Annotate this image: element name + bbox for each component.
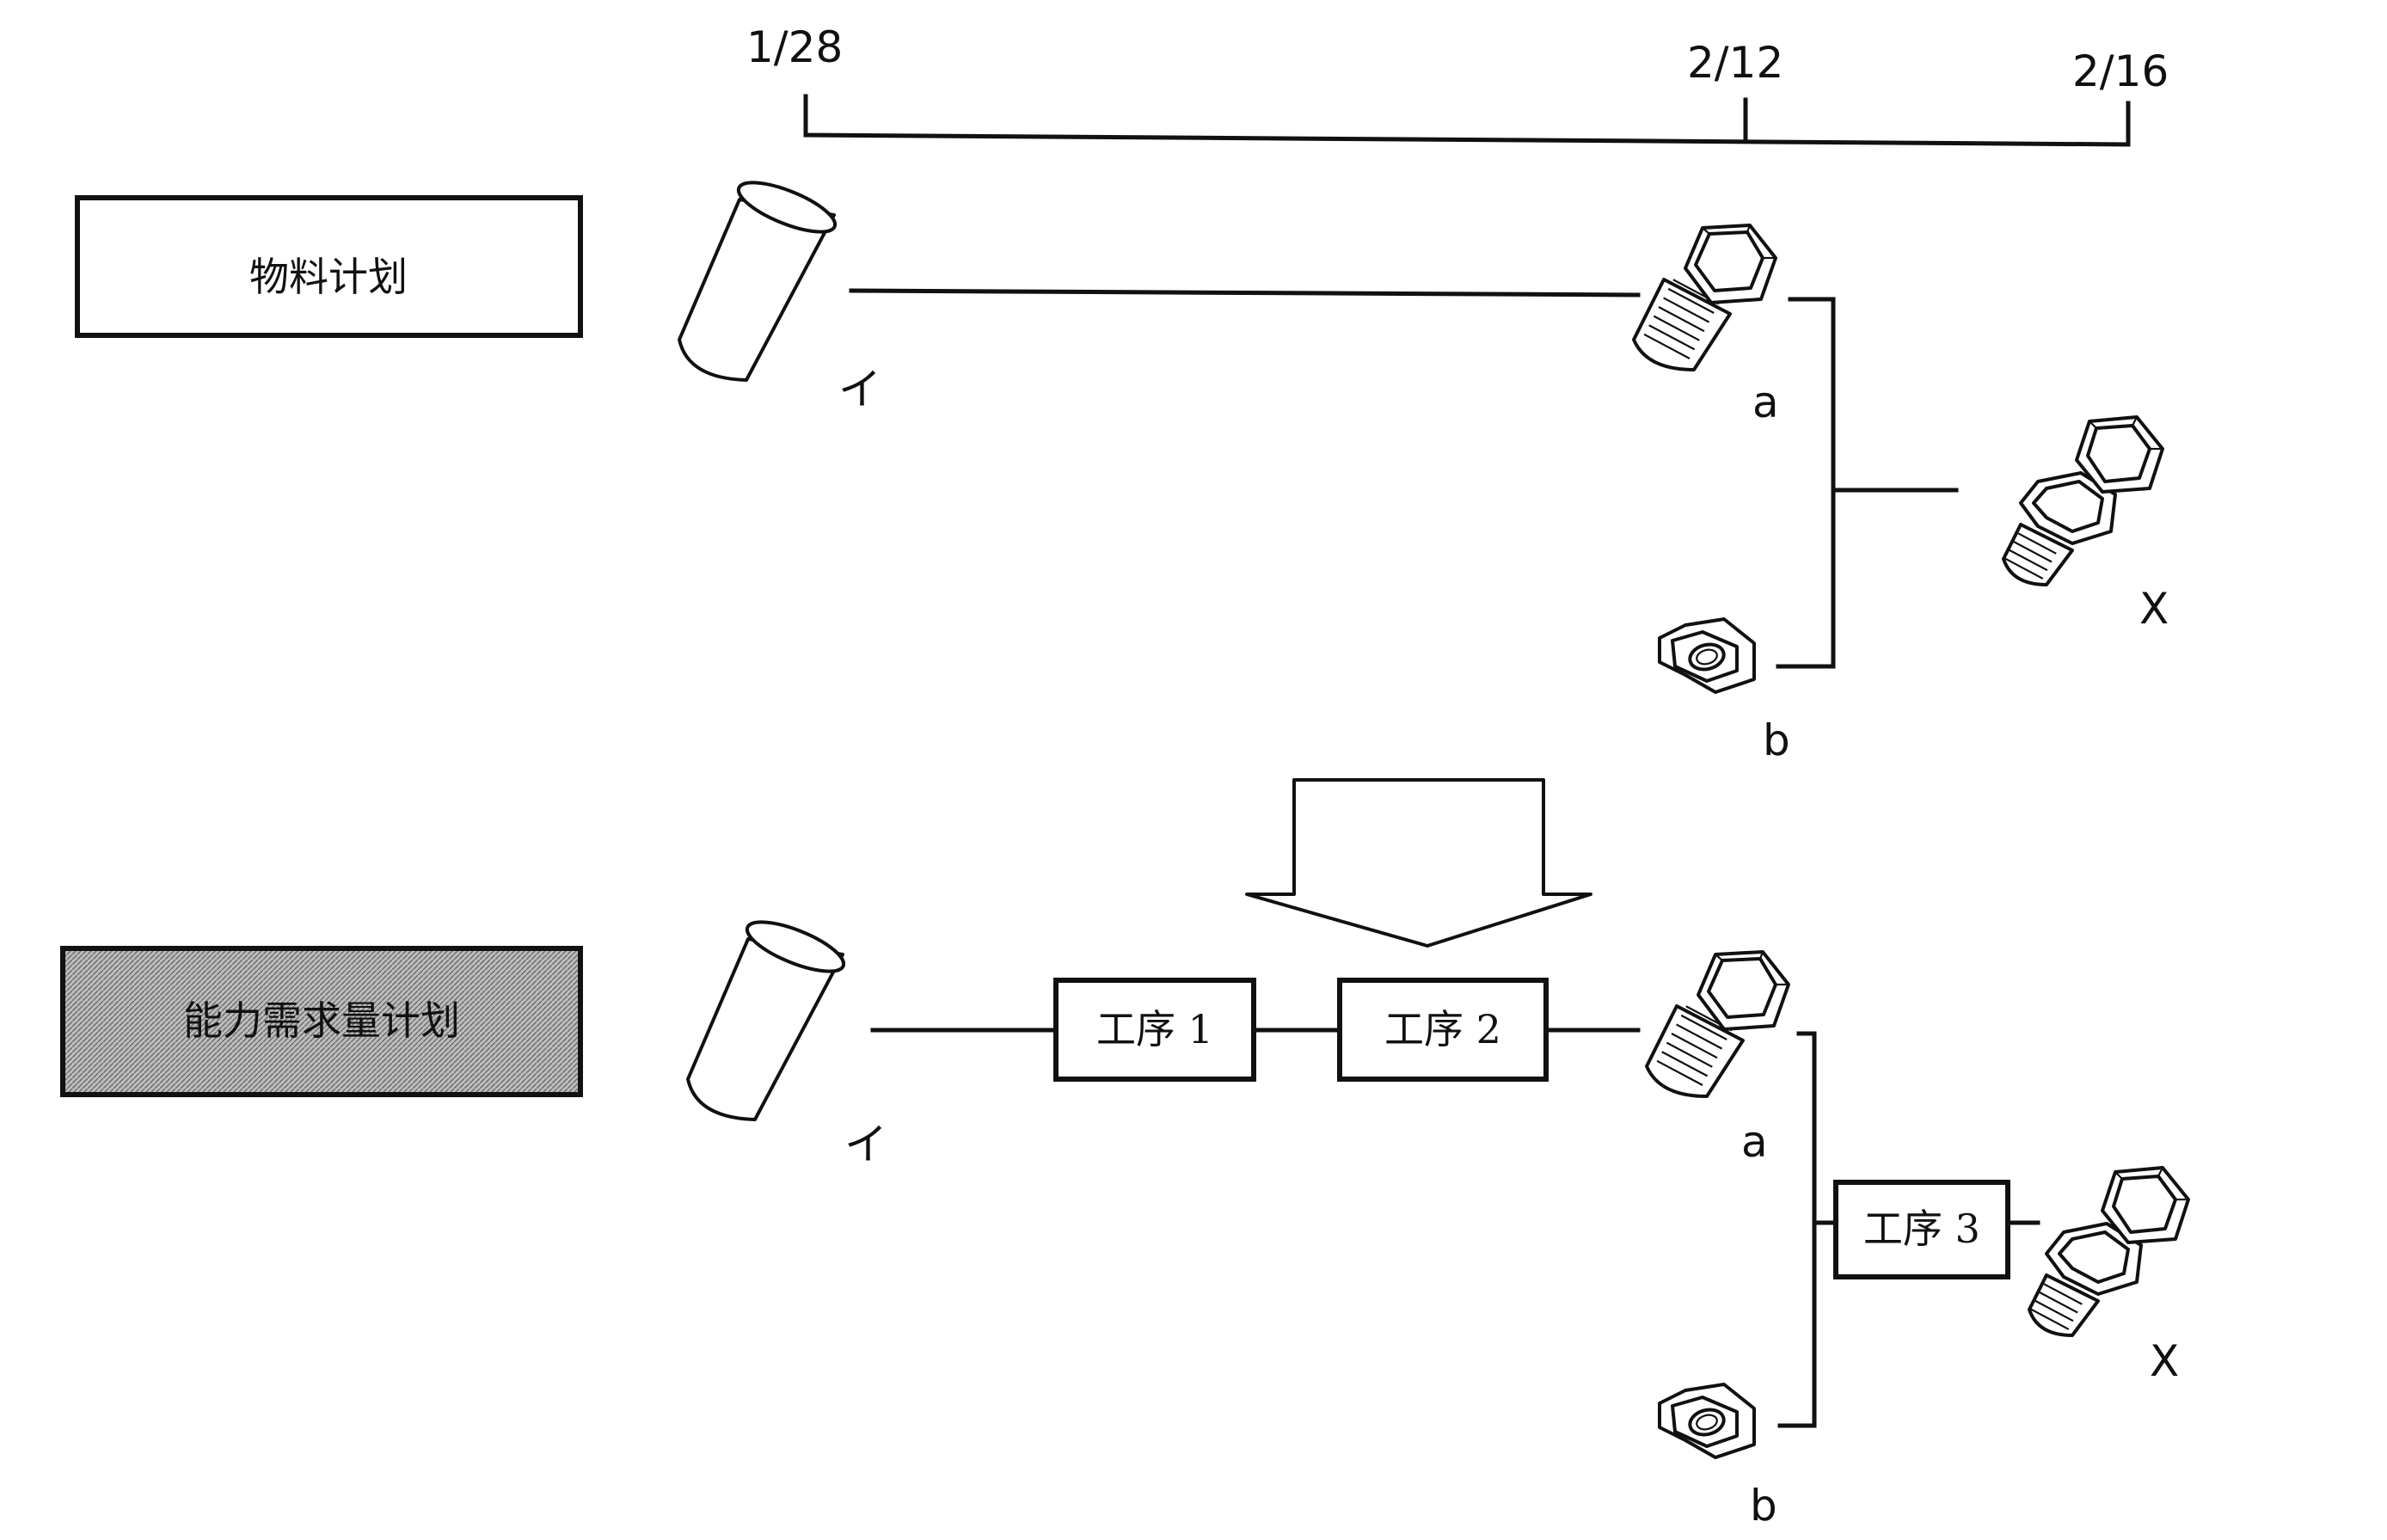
capacity-plan-title: 能力需求量计划 [183, 997, 460, 1044]
capacity-plan-product-label: X [2150, 1336, 2179, 1386]
material-plan-part-b-label: b [1763, 715, 1790, 765]
process-3-label: 工序 3 [1863, 1206, 1980, 1252]
material-plan-section: 物料计划 イ a b X [75, 170, 2169, 765]
process-1-label: 工序 1 [1096, 1006, 1213, 1052]
bolt-and-nut-icon [2028, 1166, 2190, 1337]
capacity-plan-title-box [60, 946, 583, 1097]
timeline-axis [803, 94, 2131, 147]
capacity-plan-section: 能力需求量计划 イ 工序 1 工序 2 a b 工序 3 X [60, 910, 2190, 1531]
nut-icon [1658, 1383, 1756, 1459]
material-plan-product-label: X [2139, 584, 2169, 634]
material-plan-title: 物料计划 [249, 254, 408, 300]
material-plan-part-a-label: a [1752, 377, 1779, 427]
bolt-and-nut-icon [2002, 415, 2164, 586]
process-1-box [1053, 978, 1256, 1082]
material-plan-title-box [75, 195, 583, 338]
cylinder-icon [686, 910, 851, 1121]
bolt-icon [1632, 224, 1777, 371]
down-arrow-icon [1245, 778, 1592, 948]
nut-icon [1658, 617, 1756, 694]
capacity-plan-raw-label: イ [844, 1120, 887, 1169]
material-plan-raw-label: イ [838, 365, 881, 414]
capacity-plan-part-a-label: a [1741, 1117, 1768, 1167]
process-2-box [1337, 978, 1549, 1082]
process-2-label: 工序 2 [1384, 1006, 1501, 1052]
timeline-start-label: 1/28 [746, 22, 843, 72]
bracket-merge [1777, 1031, 1817, 1428]
capacity-plan-part-b-label: b [1750, 1481, 1777, 1531]
process-3-box [1833, 1180, 2010, 1279]
timeline: 1/28 2/12 2/16 [746, 22, 2169, 147]
bracket-merge [1776, 297, 1836, 669]
cylinder-icon [678, 170, 843, 382]
bolt-icon [1645, 950, 1790, 1098]
timeline-mid-label: 2/12 [1687, 38, 1783, 88]
timeline-end-label: 2/16 [2072, 46, 2169, 96]
connector-raw-to-bolt [849, 288, 1641, 298]
